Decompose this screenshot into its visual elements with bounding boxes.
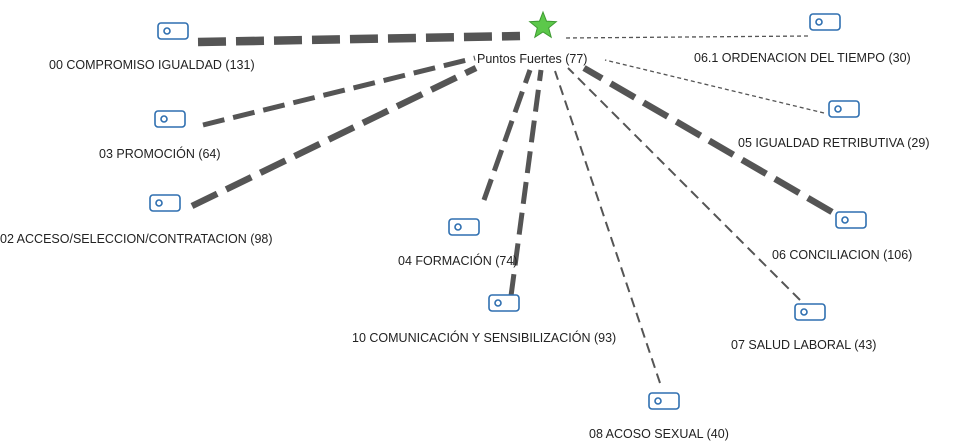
edge-04 xyxy=(481,69,533,201)
edge-06 xyxy=(582,65,834,215)
node-label-07[interactable]: 07 SALUD LABORAL (43) xyxy=(731,338,877,352)
code-tag-icon[interactable] xyxy=(809,13,841,31)
node-label-02[interactable]: 02 ACCESO/SELECCION/CONTRATACION (98) xyxy=(0,232,273,246)
edge-08 xyxy=(554,70,661,384)
code-tag-icon[interactable] xyxy=(488,294,520,312)
node-label-10[interactable]: 10 COMUNICACIÓN Y SENSIBILIZACIÓN (93) xyxy=(352,331,617,345)
code-tag-icon[interactable] xyxy=(648,392,680,410)
node-label-06[interactable]: 06 CONCILIACION (106) xyxy=(772,248,913,262)
edge-03 xyxy=(202,55,476,128)
node-label-04[interactable]: 04 FORMACIÓN (74) xyxy=(398,254,518,268)
code-tag-icon[interactable] xyxy=(835,211,867,229)
code-tag-icon[interactable] xyxy=(828,100,860,118)
edge-02 xyxy=(190,65,478,209)
center-node-label[interactable]: Puntos Fuertes (77) xyxy=(477,52,588,66)
node-label-061[interactable]: 06.1 ORDENACION DEL TIEMPO (30) xyxy=(694,51,911,65)
star-shape xyxy=(528,10,558,39)
edge-07 xyxy=(567,67,801,301)
edge-00 xyxy=(197,31,521,47)
node-label-03[interactable]: 03 PROMOCIÓN (64) xyxy=(99,147,221,161)
edge-10 xyxy=(508,69,544,297)
code-tag-icon[interactable] xyxy=(794,303,826,321)
code-tag-icon[interactable] xyxy=(154,110,186,128)
code-tag-icon[interactable] xyxy=(157,22,189,40)
node-label-08[interactable]: 08 ACOSO SEXUAL (40) xyxy=(589,427,729,441)
edges-layer xyxy=(190,31,834,384)
node-label-00[interactable]: 00 COMPROMISO IGUALDAD (131) xyxy=(49,58,255,72)
star-icon[interactable] xyxy=(528,10,558,39)
icons-layer xyxy=(149,13,867,410)
edge-061 xyxy=(564,35,809,39)
code-tag-icon[interactable] xyxy=(448,218,480,236)
edge-05 xyxy=(604,59,825,114)
node-label-05[interactable]: 05 IGUALDAD RETRIBUTIVA (29) xyxy=(738,136,930,150)
code-tag-icon[interactable] xyxy=(149,194,181,212)
